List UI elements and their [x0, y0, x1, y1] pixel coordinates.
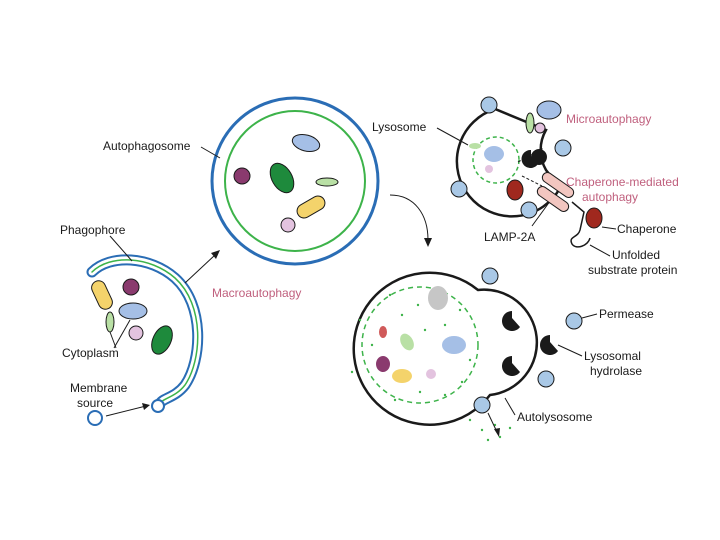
arrow-to-autophagosome: [184, 250, 220, 284]
label-lysosome: Lysosome: [372, 120, 427, 134]
label-unfolded-1: Unfolded: [612, 248, 660, 262]
label-macroautophagy: Macroautophagy: [212, 286, 301, 300]
label-phagophore: Phagophore: [60, 223, 126, 237]
membrane-source-vesicle: [87, 410, 103, 426]
chaperone-protein: [585, 207, 603, 229]
label-membrane-source-1: Membrane: [70, 381, 128, 395]
label-cma-2: autophagy: [582, 190, 638, 204]
label-hydrolase-1: Lysosomal: [584, 349, 641, 363]
label-membrane-source-2: source: [77, 396, 113, 410]
unfolded-substrate-chain: [570, 201, 591, 248]
label-permease: Permease: [599, 307, 654, 321]
arrow-membrane-to-phagophore: [105, 403, 150, 417]
cytoplasm-cargo: [91, 278, 173, 355]
label-hydrolase-2: hydrolase: [590, 364, 642, 378]
arrow-to-autolysosome: [389, 194, 432, 247]
label-microautophagy: Microautophagy: [566, 112, 651, 126]
autophagosome: [210, 96, 380, 266]
autolysosome: [350, 267, 583, 442]
label-chaperone: Chaperone: [617, 222, 677, 236]
label-autophagosome: Autophagosome: [103, 139, 191, 153]
lysosome: [450, 96, 572, 219]
label-autolysosome: Autolysosome: [517, 410, 593, 424]
label-cytoplasm: Cytoplasm: [62, 346, 119, 360]
label-lamp2a: LAMP-2A: [484, 230, 535, 244]
lamp2a-channel: [536, 172, 575, 212]
label-cma-1: Chaperone-mediated: [566, 175, 679, 189]
label-unfolded-2: substrate protein: [588, 263, 677, 277]
